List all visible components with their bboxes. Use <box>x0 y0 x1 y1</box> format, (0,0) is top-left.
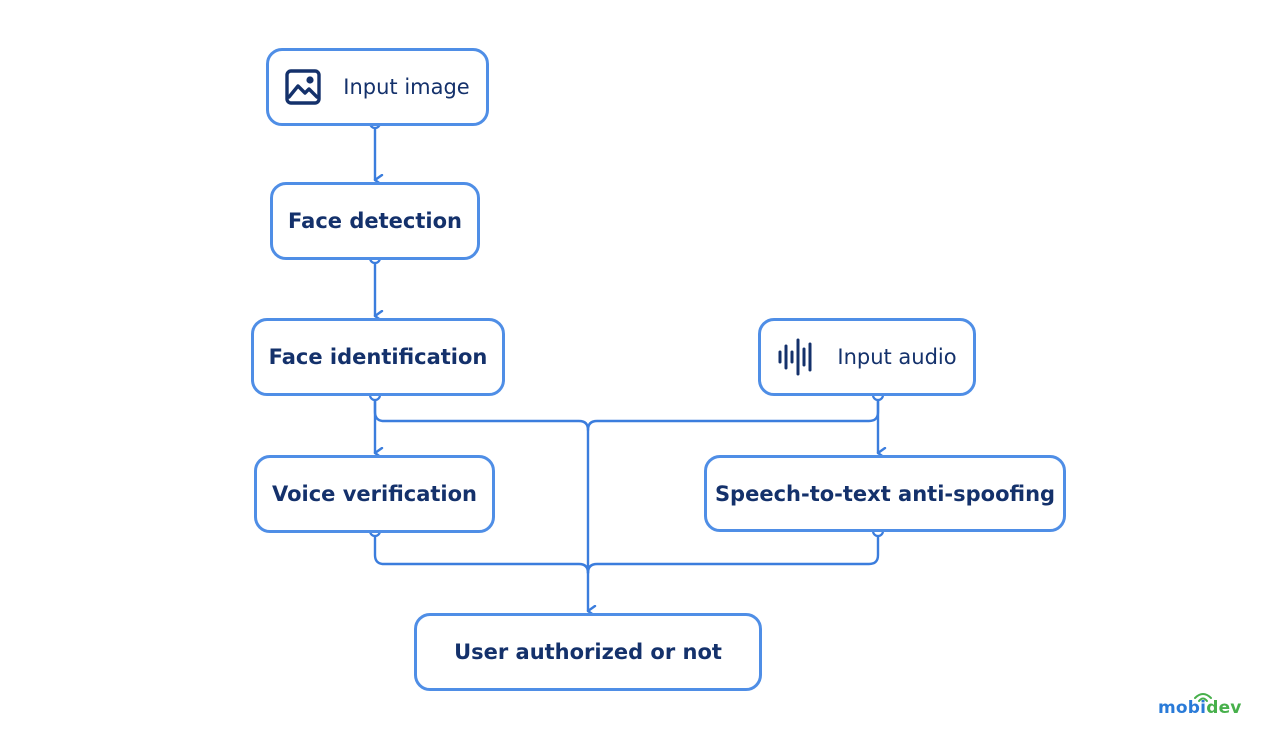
logo-text-part1: mobi <box>1158 698 1207 718</box>
node-label: Speech-to-text anti-spoofing <box>714 481 1056 506</box>
mobidev-logo: mobidev <box>1158 700 1242 717</box>
node-label: User authorized or not <box>454 640 722 664</box>
edge-audio-to-junction <box>586 394 880 432</box>
audio-waveform-icon <box>777 338 815 376</box>
node-speech-to-text-anti-spoofing: Speech-to-text anti-spoofing <box>704 455 1066 532</box>
node-label: Voice verification <box>271 482 478 506</box>
node-label: Face identification <box>268 345 488 369</box>
node-label: Face detection <box>288 209 462 233</box>
node-label: Input audio <box>837 345 957 369</box>
node-face-identification: Face identification <box>251 318 505 396</box>
edge-identification-to-junction <box>373 394 590 432</box>
edge-voice-to-junction <box>373 530 590 575</box>
edge-speech-to-junction <box>586 530 880 575</box>
node-user-authorized: User authorized or not <box>414 613 762 691</box>
logo-signal-icon <box>1194 693 1212 702</box>
node-face-detection: Face detection <box>270 182 480 260</box>
node-voice-verification: Voice verification <box>254 455 495 533</box>
node-label: Input image <box>343 75 470 99</box>
logo-text-part2: dev <box>1206 698 1242 718</box>
node-input-image: Input image <box>266 48 489 126</box>
image-icon <box>285 69 321 105</box>
node-input-audio: Input audio <box>758 318 976 396</box>
